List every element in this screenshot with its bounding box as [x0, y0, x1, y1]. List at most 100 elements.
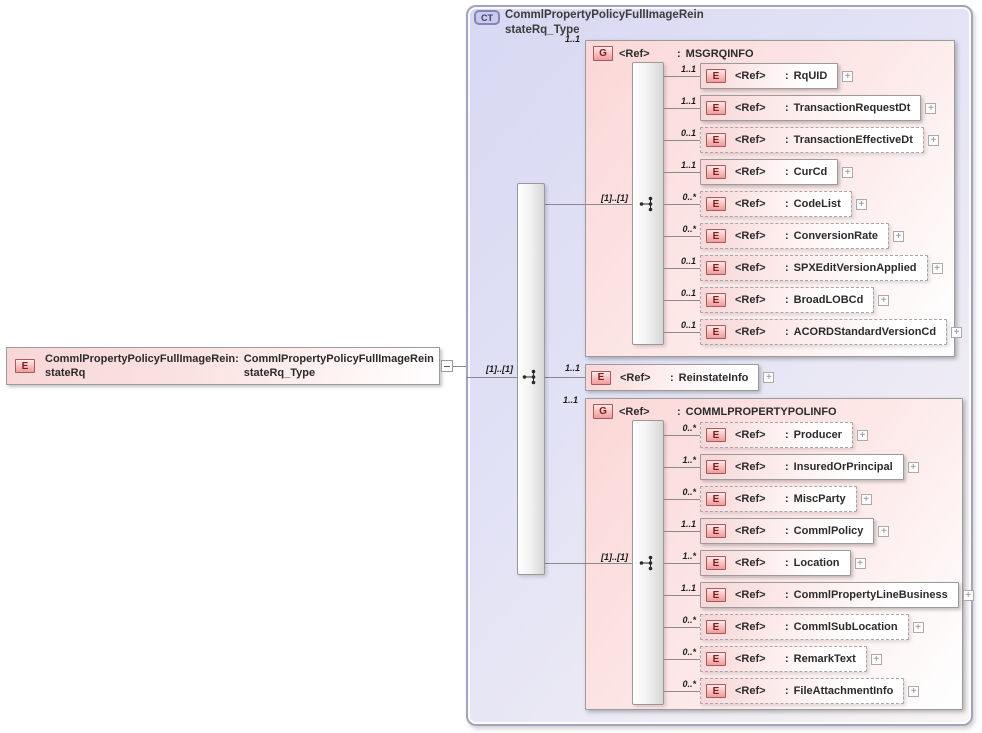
element-name: ReinstateInfo: [678, 371, 749, 384]
element-box-location[interactable]: E<Ref>:Location: [700, 550, 851, 576]
element-name: CommlSubLocation: [793, 621, 898, 633]
element-row: E<Ref>:CodeList+: [700, 191, 867, 217]
element-badge-icon: E: [706, 428, 726, 442]
colon-separator: :: [785, 262, 789, 274]
expand-icon[interactable]: +: [878, 294, 890, 306]
expand-icon[interactable]: +: [855, 198, 867, 210]
expand-icon[interactable]: +: [893, 230, 905, 242]
connector-line: [545, 377, 585, 378]
group-name: COMMLPROPERTYPOLINFO: [685, 405, 837, 418]
occurrence-label: 0..*: [682, 615, 696, 625]
element-row: E<Ref>:RemarkText+: [700, 646, 882, 672]
expand-icon[interactable]: +: [931, 262, 943, 274]
occurrence-label: 1..1: [680, 519, 696, 529]
child-connector-line: [664, 76, 700, 77]
content-model-bar: [517, 183, 545, 575]
ref-label: <Ref>: [735, 525, 766, 537]
element-box-producer[interactable]: E<Ref>:Producer: [700, 422, 853, 448]
element-name: CodeList: [793, 198, 841, 210]
element-badge-icon: E: [15, 359, 35, 373]
expand-icon[interactable]: +: [908, 685, 920, 697]
element-row: E<Ref>:CommlPolicy+: [700, 518, 890, 544]
element-box-broadlobcd[interactable]: E<Ref>:BroadLOBCd: [700, 287, 875, 313]
element-name: Producer: [793, 429, 842, 441]
element-row: E<Ref>:TransactionRequestDt+: [700, 95, 937, 121]
element-box-insuredorprincipal[interactable]: E<Ref>:InsuredOrPrincipal: [700, 454, 904, 480]
child-connector-line: [664, 595, 700, 596]
expand-icon[interactable]: +: [925, 102, 937, 114]
ref-label: <Ref>: [735, 653, 766, 665]
element-name: CurCd: [793, 166, 828, 178]
element-box-commlpolicy[interactable]: E<Ref>:CommlPolicy: [700, 518, 875, 544]
element-badge-icon: E: [706, 69, 726, 83]
collapse-icon[interactable]: [441, 360, 453, 372]
colon-separator: :: [785, 102, 789, 114]
ref-label: <Ref>: [735, 166, 766, 178]
expand-icon[interactable]: +: [927, 134, 939, 146]
element-box-fileattachmentinfo[interactable]: E<Ref>:FileAttachmentInfo: [700, 678, 905, 704]
element-row: E<Ref>:TransactionEffectiveDt+: [700, 127, 939, 153]
element-badge-icon: E: [706, 165, 726, 179]
child-connector-line: [664, 236, 700, 237]
element-badge-icon: E: [706, 133, 726, 147]
element-name: Location: [793, 557, 840, 569]
element-box-conversionrate[interactable]: E<Ref>:ConversionRate: [700, 223, 890, 249]
connector-line: [545, 563, 585, 564]
element-box-acordstandardversioncd[interactable]: E<Ref>:ACORDStandardVersionCd: [700, 319, 948, 345]
colon-separator: :: [785, 461, 789, 473]
expand-icon[interactable]: +: [907, 461, 919, 473]
colon-separator: :: [785, 198, 789, 210]
ref-label: <Ref>: [735, 326, 766, 338]
element-badge-icon: E: [706, 293, 726, 307]
occurrence-label: 1..1: [564, 34, 580, 44]
element-box-transactioneffectivedt[interactable]: E<Ref>:TransactionEffectiveDt: [700, 127, 924, 153]
expand-icon[interactable]: +: [912, 621, 924, 633]
child-connector-line: [664, 204, 700, 205]
expand-icon[interactable]: +: [962, 589, 974, 601]
element-box-codelist[interactable]: E<Ref>:CodeList: [700, 191, 852, 217]
group-name: MSGRQINFO: [685, 47, 754, 60]
expand-icon[interactable]: +: [842, 70, 854, 82]
element-badge-icon: E: [706, 588, 726, 602]
element-box-reinstateinfo[interactable]: E <Ref> : ReinstateInfo: [585, 364, 760, 391]
element-box-spxeditversionapplied[interactable]: E<Ref>:SPXEditVersionApplied: [700, 255, 928, 281]
colon-separator: :: [785, 621, 789, 633]
element-badge-icon: E: [706, 684, 726, 698]
element-box-miscparty[interactable]: E<Ref>:MiscParty: [700, 486, 857, 512]
expand-icon[interactable]: +: [856, 429, 868, 441]
expand-icon[interactable]: +: [878, 525, 890, 537]
occurrence-label: 0..*: [682, 487, 696, 497]
element-row: E<Ref>:CommlPropertyLineBusiness+: [700, 582, 974, 608]
expand-icon[interactable]: +: [870, 653, 882, 665]
expand-icon[interactable]: +: [951, 326, 963, 338]
expand-icon[interactable]: +: [842, 166, 854, 178]
occurrence-label: 0..*: [682, 647, 696, 657]
element-name: BroadLOBCd: [793, 294, 864, 306]
element-row: E<Ref>:SPXEditVersionApplied+: [700, 255, 943, 281]
element-name: InsuredOrPrincipal: [793, 461, 893, 473]
colon-separator: :: [785, 429, 789, 441]
expand-icon[interactable]: +: [763, 372, 775, 383]
element-box-transactionrequestdt[interactable]: E<Ref>:TransactionRequestDt: [700, 95, 922, 121]
group-header: G <Ref> : MSGRQINFO: [586, 41, 954, 61]
root-element-type: : CommlPropertyPolicyFullImageRein state…: [235, 352, 434, 380]
element-row: E<Ref>:ConversionRate+: [700, 223, 905, 249]
expand-icon[interactable]: +: [854, 557, 866, 569]
occurrence-label: 1..1: [564, 363, 580, 373]
connector-line: [585, 563, 632, 564]
child-connector-line: [664, 627, 700, 628]
element-badge-icon: E: [706, 524, 726, 538]
element-badge-icon: E: [706, 261, 726, 275]
root-element-box[interactable]: E CommlPropertyPolicyFullImageRein state…: [6, 347, 440, 385]
ref-label: <Ref>: [735, 493, 766, 505]
element-box-curcd[interactable]: E<Ref>:CurCd: [700, 159, 839, 185]
element-box-remarktext[interactable]: E<Ref>:RemarkText: [700, 646, 867, 672]
colon-separator: :: [785, 294, 789, 306]
occurrence-label: 1..1: [680, 583, 696, 593]
expand-icon[interactable]: +: [860, 493, 872, 505]
element-box-commlsublocation[interactable]: E<Ref>:CommlSubLocation: [700, 614, 909, 640]
element-box-commlpropertylinebusiness[interactable]: E<Ref>:CommlPropertyLineBusiness: [700, 582, 959, 608]
element-row: E<Ref>:InsuredOrPrincipal+: [700, 454, 919, 480]
element-box-rquid[interactable]: E<Ref>:RqUID: [700, 63, 839, 89]
